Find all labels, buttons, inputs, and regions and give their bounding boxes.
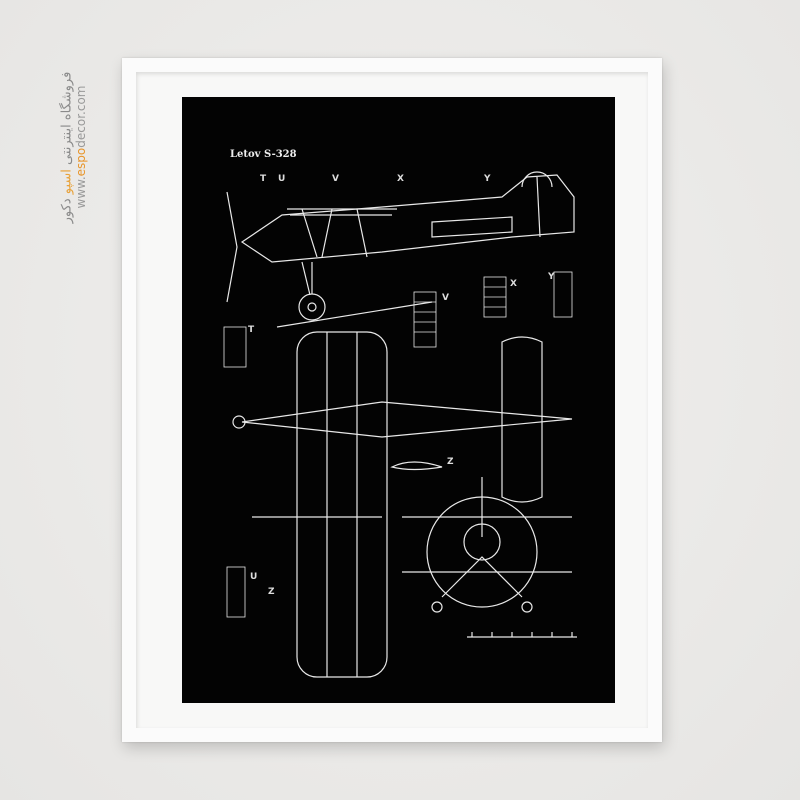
label-z: Z	[447, 457, 454, 467]
label-t-section: T	[248, 325, 255, 335]
blueprint-title: Letov S-328	[230, 149, 297, 160]
label-y-section: Y	[548, 272, 555, 282]
label-x-section: X	[510, 279, 517, 289]
side-view	[226, 171, 575, 328]
label-z-section: Z	[268, 587, 275, 597]
front-view	[402, 477, 577, 638]
blueprint-poster: Letov S-328 T U V X Y V X Y T Z U Z	[182, 97, 615, 703]
label-t: T	[260, 174, 267, 184]
label-u: U	[278, 174, 286, 184]
label-y: Y	[484, 174, 491, 184]
label-v: V	[332, 174, 339, 184]
cross-sections	[223, 271, 573, 618]
watermark-url: www.espodecor.com	[74, 85, 88, 209]
label-x: X	[397, 174, 404, 184]
label-u-section: U	[250, 572, 258, 582]
watermark-persian: فروشگاه اینترنتی اسپو دکور	[59, 71, 75, 224]
label-v-section: V	[442, 293, 449, 303]
aircraft-blueprint-drawing	[223, 171, 577, 678]
top-view	[232, 331, 573, 678]
